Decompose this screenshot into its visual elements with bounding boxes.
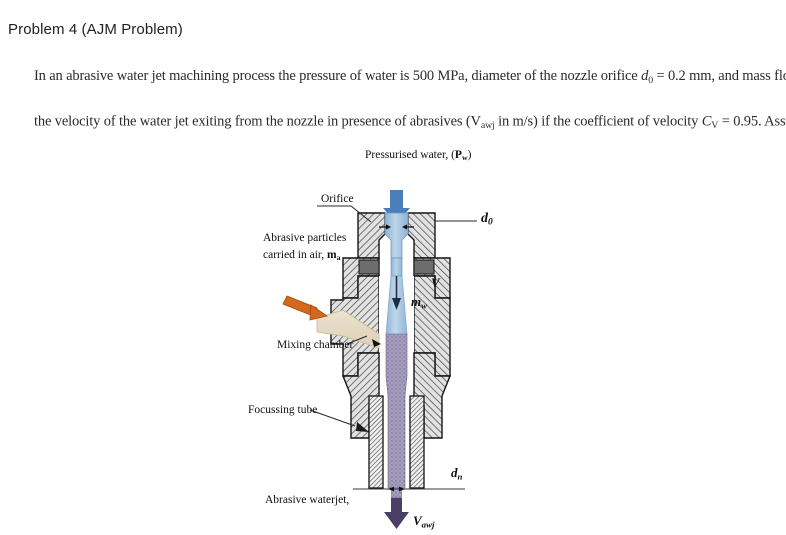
symbol-ma: m [327,249,337,261]
symbol-cv-subscript: V [711,119,719,131]
label-vawj: Vawj [413,514,434,531]
label-abrasive-particles-line1: Abrasive particles [263,232,347,244]
symbol-d0-figure-subscript: 0 [488,217,493,228]
symbol-cv: C [701,113,712,130]
focussing-tube [368,395,425,489]
symbol-d0-subscript: 0 [648,74,653,86]
abrasive-waterjet-stream [385,333,408,499]
symbol-dn: d [451,465,458,480]
abrasive-inlet-feed [316,309,381,349]
label-focussing-tube: Focussing tube [248,404,318,416]
dn-dimension-line [353,486,465,492]
symbol-d0: d [641,68,649,84]
leader-lines [309,205,477,432]
problem-statement-line-1: In an abrasive water jet machining proce… [34,57,786,100]
label-orifice: Orifice [321,193,354,205]
label-mixing-chamber: Mixing chamber [277,339,354,351]
problem-text-2c: = 0.95. Assume density of water 1000 kg/… [721,113,786,130]
symbol-dn-subscript: n [457,471,463,482]
symbol-mw: m [411,294,422,309]
label-v-velocity: V [431,276,440,290]
problem-text-1b: = 0.2 mm, and mass flow rate of abrasive… [656,68,786,84]
symbol-d0-figure: d [481,211,488,226]
problem-statement-line-2: the velocity of the water jet exiting fr… [34,100,786,145]
symbol-pw: P [454,149,462,161]
page-title: Problem 4 (AJM Problem) [8,21,183,38]
symbol-mw-subscript: w [421,300,428,311]
label-pressurised-water: Pressurised water, (Pw) [365,148,471,165]
water-column-upper [384,212,409,259]
symbol-v: V [431,275,440,290]
symbol-vawj-subscript: awj [421,519,435,530]
symbol-vawj-subscript: awj [480,119,495,131]
abrasive-water-jet-nozzle-diagram: Pressurised water, (Pw) Orifice Abrasive… [248,148,535,533]
label-abrasive-waterjet: Abrasive waterjet, [265,494,350,506]
symbol-vawj: V [413,513,422,528]
exit-jet-arrow [384,498,409,529]
symbol-ma-subscript: a [336,253,341,263]
label-d0: d0 [481,212,493,230]
water-column-middle [390,257,403,277]
orifice-width-arrows [379,224,414,230]
label-abrasive-particles-line2: carried in air, ma [263,248,341,265]
label-carried-in-air: carried in air, [263,249,328,261]
problem-text-2b: in m/s) if the coefficient of velocity [494,113,702,130]
label-dn: dn [451,466,462,483]
label-pressurised-water-text: Pressurised water, ( [365,149,455,161]
label-pressurised-water-close: ) [467,149,472,161]
label-mw: mw [411,295,427,312]
problem-text-2a: the velocity of the water jet exiting fr… [34,113,481,130]
problem-statement: In an abrasive water jet machining proce… [34,57,786,145]
abrasive-particles-arrow [282,295,328,321]
symbol-pw-subscript: w [461,153,468,163]
problem-text-1a: In an abrasive water jet machining proce… [34,68,642,84]
nozzle-cross-section-svg [282,190,477,529]
